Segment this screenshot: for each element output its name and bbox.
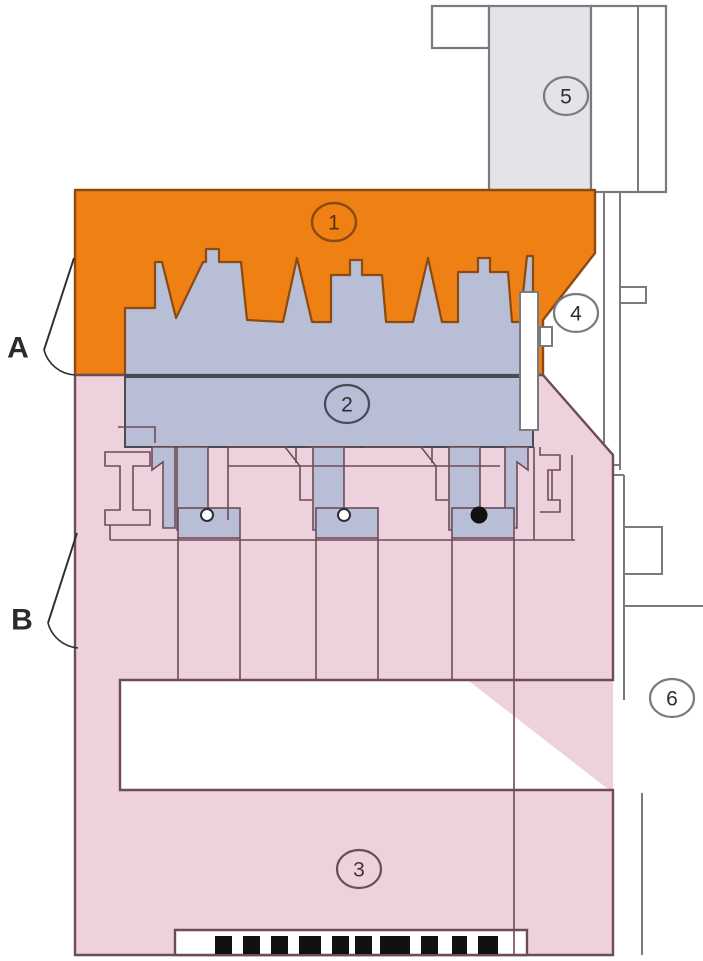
block5-outer-frame xyxy=(589,4,668,194)
section-callout-b: B xyxy=(11,532,79,649)
gap4-white-slot xyxy=(519,291,539,431)
callout-4-label: 4 xyxy=(570,303,582,326)
detail-left-bracket-top xyxy=(118,426,156,443)
bottom-recess xyxy=(173,928,529,957)
block5-notch xyxy=(430,4,491,50)
callout-balloon-4[interactable]: 4 xyxy=(552,292,600,334)
guide-rail-tab-lower xyxy=(623,526,663,575)
callout-2-label: 2 xyxy=(341,394,353,417)
callout-3-label: 3 xyxy=(353,859,365,882)
callout-3-ring xyxy=(335,848,383,890)
section-label-a: A xyxy=(7,332,29,365)
section-b-leader xyxy=(47,532,78,624)
region-5-upper-right-block xyxy=(430,4,668,194)
tooth xyxy=(332,936,349,954)
block5-body xyxy=(487,4,593,194)
tooth xyxy=(243,936,260,954)
callout-1-ring xyxy=(310,201,358,243)
blade-comb-top xyxy=(123,247,535,377)
callout-balloon-1[interactable]: 1 xyxy=(310,201,358,243)
tooth xyxy=(215,936,232,954)
detail-right-step xyxy=(539,447,561,513)
pin-filled-1 xyxy=(470,506,488,524)
callout-5-ring xyxy=(542,75,590,117)
tooth xyxy=(452,936,467,954)
region-4-clearance-gap xyxy=(519,291,553,431)
callout-2-ring xyxy=(323,383,371,425)
section-a-leader xyxy=(43,257,75,351)
pin-open-1 xyxy=(200,508,214,522)
section-a-arc xyxy=(43,349,76,376)
gap4-small-tab xyxy=(539,326,553,347)
callout-1-label: 1 xyxy=(328,212,340,235)
tooth xyxy=(271,936,288,954)
pink-internal-details xyxy=(104,426,575,955)
section-b-arc xyxy=(47,622,79,649)
bottom-teeth-group xyxy=(215,936,498,954)
callout-6-ring xyxy=(648,677,696,719)
section-label-b: B xyxy=(11,604,33,637)
tooth xyxy=(478,936,498,954)
section-callout-a: A xyxy=(7,257,76,376)
detail-left-clamp xyxy=(104,451,151,526)
blade-center-block xyxy=(124,374,534,448)
tooth xyxy=(380,936,410,954)
blade-hook-left xyxy=(151,446,176,529)
callout-6-label: 6 xyxy=(666,688,678,711)
tooth xyxy=(355,936,372,954)
pin-markers xyxy=(200,506,488,524)
callout-balloon-3[interactable]: 3 xyxy=(335,848,383,890)
region-2-blade-pack xyxy=(123,247,535,539)
callout-5-label: 5 xyxy=(560,86,572,109)
guide-rail-tab-upper xyxy=(619,286,647,304)
tooth xyxy=(299,936,321,954)
callout-balloon-5[interactable]: 5 xyxy=(542,75,590,117)
pin-open-2 xyxy=(337,508,351,522)
callout-balloon-2[interactable]: 2 xyxy=(323,383,371,425)
pin-pad-1 xyxy=(177,507,241,539)
tooth xyxy=(421,936,438,954)
callout-4-ring xyxy=(552,292,600,334)
callout-balloon-6[interactable]: 6 xyxy=(648,677,696,719)
